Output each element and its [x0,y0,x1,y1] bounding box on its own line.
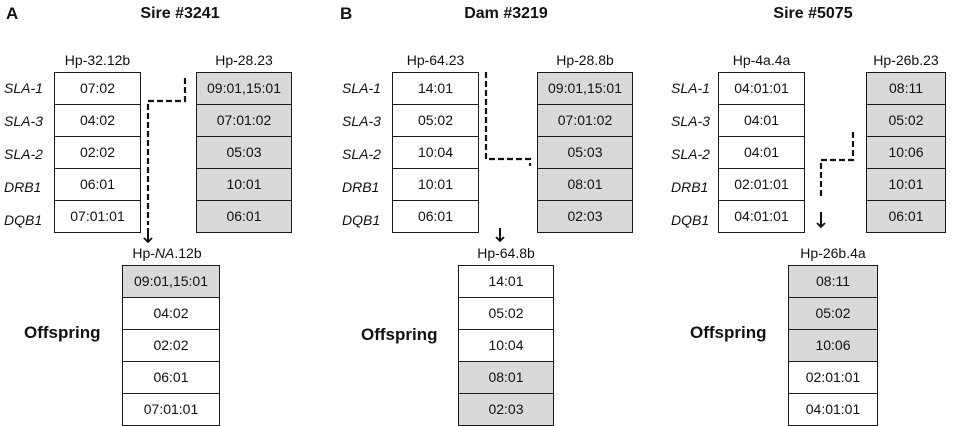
allele-cell: 02:02 [122,329,220,362]
allele-cell: 05:02 [866,104,946,137]
panel-a-offspring-label: Offspring [24,323,101,342]
hap-label-suffix: .12b [174,245,202,261]
allele-cell: 10:01 [866,168,946,201]
panel-a-right-hap-label: Hp-28.23 [215,52,273,68]
allele-cell: 04:02 [54,104,141,137]
allele-cell: 04:01:01 [718,72,805,105]
panel-c-title: Sire #5075 [773,5,853,22]
panel-c-right-hap-column: 08:11 05:02 10:06 10:01 06:01 [866,72,946,233]
panel-b-right-hap-label: Hp-28.8b [556,52,614,68]
allele-cell: 09:01,15:01 [196,72,292,105]
panel-a-left-hap-column: 07:02 04:02 02:02 06:01 07:01:01 [54,72,141,233]
allele-cell: 04:01 [718,104,805,137]
panel-letter-a: A [6,4,19,23]
locus-label: DQB1 [671,212,710,228]
panel-b-right-hap-column: 09:01,15:01 07:01:02 05:03 08:01 02:03 [537,72,633,233]
locus-label: DRB1 [342,179,380,195]
panel-b-offspring-hap-label: Hp-64.8b [477,245,535,261]
allele-cell: 10:06 [866,136,946,169]
allele-cell: 04:01 [718,136,805,169]
allele-cell: 02:02 [54,136,141,169]
panel-c-offspring-hap-label: Hp-26b.4a [800,245,866,261]
panel-a-offspring-hap-label: Hp-NA.12b [112,245,222,261]
allele-cell: 02:01:01 [788,361,878,394]
panel-c-right-hap-label: Hp-26b.23 [873,52,939,68]
allele-cell: 04:01:01 [718,200,805,233]
locus-label: DRB1 [4,179,42,195]
locus-label: SLA-3 [342,113,381,129]
allele-cell: 06:01 [122,361,220,394]
panel-c-offspring-column: 08:11 05:02 10:06 02:01:01 04:01:01 [788,265,878,426]
panel-b-offspring-label: Offspring [361,325,438,344]
allele-cell: 05:02 [458,297,554,330]
panel-c-crossover-line [819,132,855,196]
allele-cell: 07:02 [54,72,141,105]
hap-label-prefix: Hp- [132,245,155,261]
allele-cell: 05:03 [196,136,292,169]
locus-label: SLA-2 [671,146,710,162]
locus-label: SLA-1 [4,80,43,96]
allele-cell: 02:03 [537,200,633,233]
panel-c-left-hap-column: 04:01:01 04:01 04:01 02:01:01 04:01:01 [718,72,805,233]
locus-label: SLA-1 [342,80,381,96]
allele-cell: 05:02 [392,104,479,137]
panel-letter-b: B [340,4,353,23]
allele-cell: 07:01:02 [196,104,292,137]
locus-label: SLA-1 [671,80,710,96]
allele-cell: 10:06 [788,329,878,362]
allele-cell: 06:01 [54,168,141,201]
allele-cell: 10:01 [196,168,292,201]
allele-cell: 02:01:01 [718,168,805,201]
locus-label: SLA-3 [4,113,43,129]
allele-cell: 06:01 [196,200,292,233]
allele-cell: 08:01 [458,361,554,394]
locus-label: SLA-2 [4,146,43,162]
panel-a-left-hap-label: Hp-32.12b [64,52,131,68]
panel-a-crossover-line [146,78,187,225]
panel-c-loci: SLA-1 SLA-3 SLA-2 DRB1 DQB1 [671,72,715,237]
panel-b-title: Dam #3219 [464,5,548,22]
recombination-lines [143,72,855,244]
panel-b-left-hap-column: 14:01 05:02 10:04 10:01 06:01 [392,72,479,233]
allele-cell: 06:01 [392,200,479,233]
panel-b-crossover-line [484,72,532,166]
allele-cell: 14:01 [458,265,554,298]
locus-label: DRB1 [671,179,709,195]
panel-a-title: Sire #3241 [140,5,220,22]
allele-cell: 14:01 [392,72,479,105]
locus-label: DQB1 [4,212,43,228]
allele-cell: 07:01:01 [54,200,141,233]
locus-label: SLA-3 [671,113,710,129]
allele-cell: 06:01 [866,200,946,233]
panel-b-loci: SLA-1 SLA-3 SLA-2 DRB1 DQB1 [342,72,386,237]
panel-a-right-hap-column: 09:01,15:01 07:01:02 05:03 10:01 06:01 [196,72,292,233]
panel-a-loci: SLA-1 SLA-3 SLA-2 DRB1 DQB1 [4,72,48,237]
locus-label: SLA-2 [342,146,381,162]
panel-c-left-hap-label: Hp-4a.4a [732,52,791,68]
panel-b-left-hap-label: Hp-64.23 [406,52,465,68]
hap-label-italic: NA [154,245,175,261]
allele-cell: 08:11 [788,265,878,298]
locus-label: DQB1 [342,212,381,228]
panel-c-offspring-label: Offspring [690,323,767,342]
